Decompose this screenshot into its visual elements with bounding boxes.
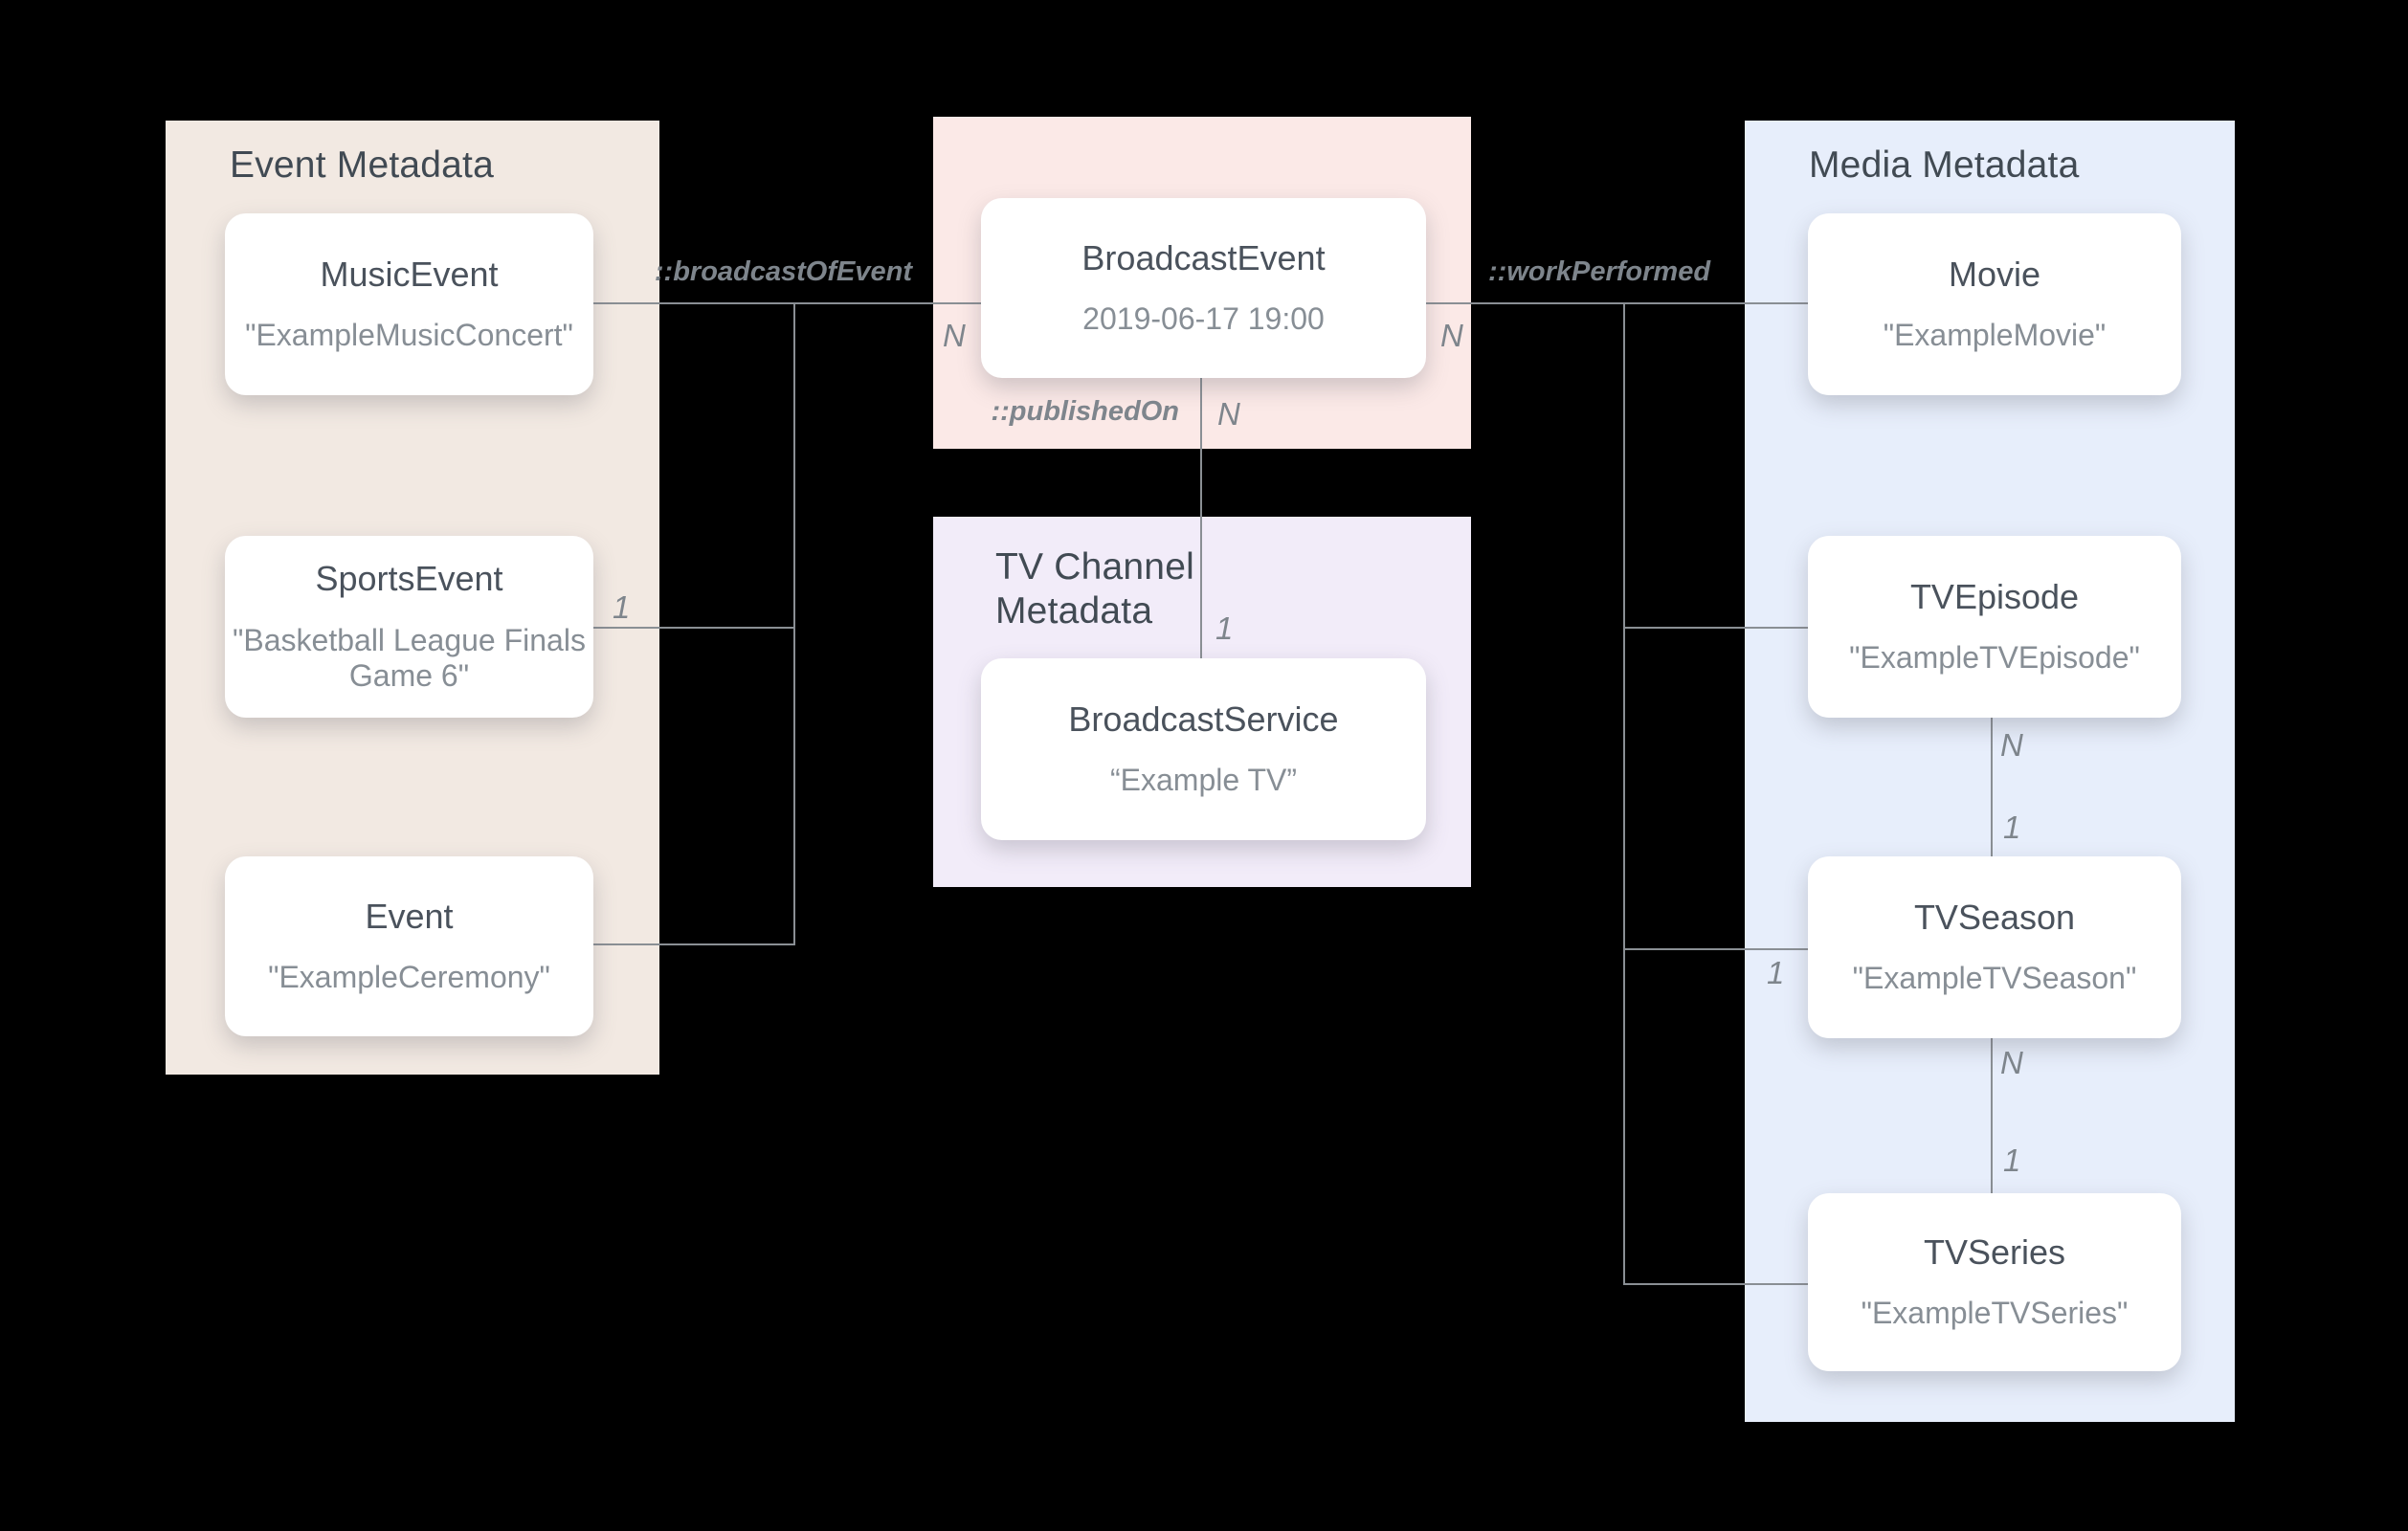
header-media-metadata: Media Metadata [1809, 144, 2080, 186]
label-published-on: ::publishedOn [991, 396, 1179, 427]
card-music-event: MusicEvent "ExampleMusicConcert" [225, 213, 593, 395]
edge-left-trunk [793, 302, 795, 945]
label-1-tvseries-top: 1 [2003, 1143, 2021, 1178]
label-n-tvepisode-bottom: N [2000, 727, 2023, 763]
card-movie-value: "ExampleMovie" [1883, 318, 2107, 353]
card-broadcast-service-title: BroadcastService [1068, 699, 1339, 739]
header-tv-channel-metadata: TV Channel Metadata [995, 546, 1194, 632]
card-tv-season-value: "ExampleTVSeason" [1852, 961, 2137, 996]
card-sports-event-value: "Basketball League Finals Game 6" [233, 622, 586, 693]
card-broadcast-service: BroadcastService “Example TV” [981, 658, 1426, 840]
card-tv-episode-title: TVEpisode [1909, 576, 2080, 616]
card-event: Event "ExampleCeremony" [225, 856, 593, 1036]
card-tv-season: TVSeason "ExampleTVSeason" [1808, 856, 2181, 1038]
card-broadcast-event-value: 2019-06-17 19:00 [1082, 301, 1325, 337]
card-tv-season-title: TVSeason [1913, 897, 2076, 937]
label-n-publishedon: N [1217, 396, 1240, 432]
edge-trunk-to-tvseason [1623, 948, 1808, 950]
edge-tvseason-to-tvseries [1991, 1038, 1993, 1193]
card-tv-series-value: "ExampleTVSeries" [1861, 1296, 2129, 1331]
label-n-broadcastevent-right: N [1440, 318, 1463, 353]
card-sports-event: SportsEvent "Basketball League Finals Gam… [225, 536, 593, 718]
edge-musicevent-to-broadcastevent [593, 302, 981, 304]
label-broadcast-of-event: ::broadcastOfEvent [654, 256, 912, 287]
edge-broadcastevent-to-service [1200, 378, 1202, 658]
edge-event-to-trunk [593, 943, 795, 945]
card-broadcast-event: BroadcastEvent 2019-06-17 19:00 [981, 198, 1426, 378]
card-movie: Movie "ExampleMovie" [1808, 213, 2181, 395]
edge-trunk-to-tvepisode [1623, 627, 1808, 629]
card-tv-episode-value: "ExampleTVEpisode" [1849, 640, 2140, 676]
card-broadcast-service-value: “Example TV” [1109, 763, 1297, 798]
label-n-tvseason-bottom: N [2000, 1045, 2023, 1080]
card-sports-event-title: SportsEvent [315, 559, 503, 599]
card-tv-series: TVSeries "ExampleTVSeries" [1808, 1193, 2181, 1371]
edge-sportsevent-to-trunk [593, 627, 795, 629]
label-1-sportsevent: 1 [613, 589, 631, 625]
label-1-tvseason-top: 1 [2003, 810, 2021, 845]
label-1-tvseason-left: 1 [1767, 955, 1785, 990]
card-event-title: Event [365, 896, 454, 936]
card-tv-series-title: TVSeries [1923, 1231, 2066, 1272]
edge-right-trunk [1623, 302, 1625, 1285]
card-music-event-title: MusicEvent [320, 254, 499, 294]
edge-broadcastevent-to-movie [1426, 302, 1808, 304]
card-music-event-value: "ExampleMusicConcert" [245, 318, 573, 353]
label-1-broadcastservice: 1 [1215, 610, 1234, 646]
label-n-broadcastevent-left: N [943, 318, 966, 353]
card-event-value: "ExampleCeremony" [268, 960, 550, 995]
edge-trunk-to-tvseries [1623, 1283, 1808, 1285]
edge-tvepisode-to-tvseason [1991, 717, 1993, 856]
label-work-performed: ::workPerformed [1488, 256, 1711, 287]
card-tv-episode: TVEpisode "ExampleTVEpisode" [1808, 536, 2181, 718]
card-movie-title: Movie [1948, 254, 2041, 294]
header-event-metadata: Event Metadata [230, 144, 494, 186]
card-broadcast-event-title: BroadcastEvent [1081, 237, 1326, 277]
